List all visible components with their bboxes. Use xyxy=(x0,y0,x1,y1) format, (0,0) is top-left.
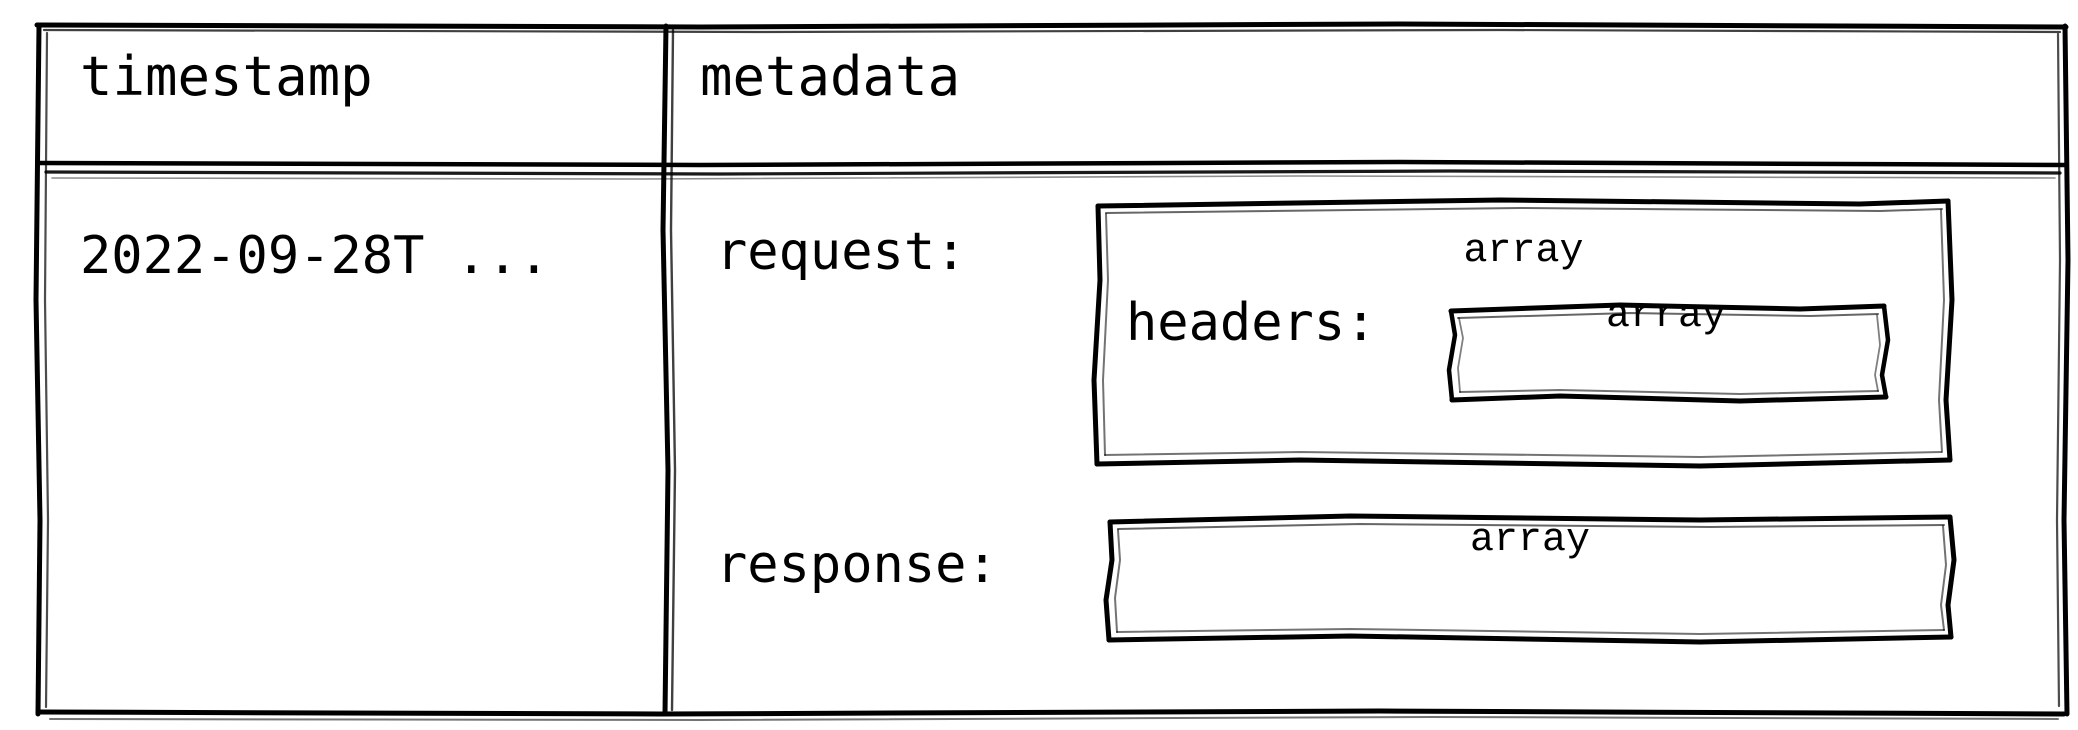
type-badge-response-array: array xyxy=(1469,518,1591,563)
type-badge-request-array: array xyxy=(1463,229,1584,274)
column-header-metadata[interactable]: metadata xyxy=(700,45,961,108)
column-header-timestamp[interactable]: timestamp xyxy=(80,45,373,108)
field-label-request: request: xyxy=(716,222,967,282)
cell-timestamp-value: 2022-09-28T ... xyxy=(80,226,550,286)
field-label-headers: headers: xyxy=(1126,293,1377,353)
type-badge-headers-array: array xyxy=(1605,294,1727,339)
field-label-response: response: xyxy=(716,535,998,595)
